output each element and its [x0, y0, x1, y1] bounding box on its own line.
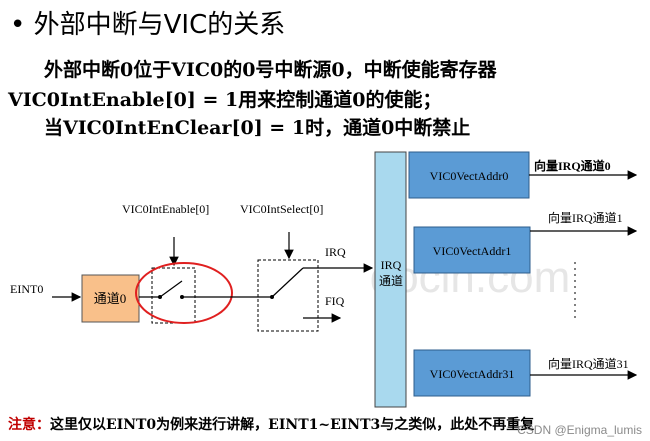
fiq-label: FIQ — [325, 294, 345, 308]
irq-bus-label-2: 通道 — [379, 274, 403, 288]
irq-bus — [374, 151, 407, 408]
select-reg-label: VIC0IntSelect[0] — [240, 202, 323, 216]
select-switch-box — [257, 259, 319, 332]
title-text: 外部中断与VIC的关系 — [33, 10, 286, 40]
irq-bus-label-1: IRQ — [381, 258, 402, 272]
vect-addr-1-label: VIC0VectAddr1 — [433, 244, 512, 258]
channel-0-box — [81, 274, 140, 323]
enable-switch-box — [151, 267, 196, 324]
csdn-watermark: CSDN @Enigma_lumis — [517, 423, 642, 437]
body-line-3: 当VIC0IntEnClear[0] = 1时，通道0中断禁止 — [44, 117, 471, 139]
vect-out-1-label: 向量IRQ通道1 — [548, 210, 623, 225]
highlight-ellipse — [135, 262, 233, 324]
body-line-2: VIC0IntEnable[0] = 1用来控制通道0的使能； — [8, 89, 442, 111]
eint0-label: EINT0 — [10, 282, 43, 296]
body-line-1: 外部中断0位于VIC0的0号中断源0，中断使能寄存器 — [44, 59, 497, 81]
vect-addr-0-label: VIC0VectAddr0 — [430, 169, 509, 183]
enable-switch-arm — [159, 280, 183, 298]
vect-addr-31-label: VIC0VectAddr31 — [430, 367, 515, 381]
select-switch-arm — [271, 267, 304, 298]
vect-addr-31-box — [413, 349, 531, 397]
bullet-glyph: • — [10, 10, 26, 40]
channel-0-label: 通道0 — [94, 291, 127, 306]
enable-reg-label: VIC0IntEnable[0] — [122, 202, 209, 216]
vect-out-0-label: 向量IRQ通道0 — [534, 158, 611, 173]
footnote: 注意：这里仅以EINT0为例来进行讲解，EINT1~EINT3与之类似，此处不再… — [8, 414, 534, 434]
note-text: 这里仅以EINT0为例来进行讲解，EINT1~EINT3与之类似，此处不再重复 — [50, 417, 535, 433]
irq-label: IRQ — [325, 245, 346, 259]
vect-addr-1-box — [413, 226, 531, 274]
vect-out-31-label: 向量IRQ通道31 — [548, 356, 629, 371]
vect-addr-0-box — [408, 151, 530, 199]
slide-title: • 外部中断与VIC的关系 — [10, 4, 285, 41]
note-label: 注意： — [8, 417, 50, 433]
